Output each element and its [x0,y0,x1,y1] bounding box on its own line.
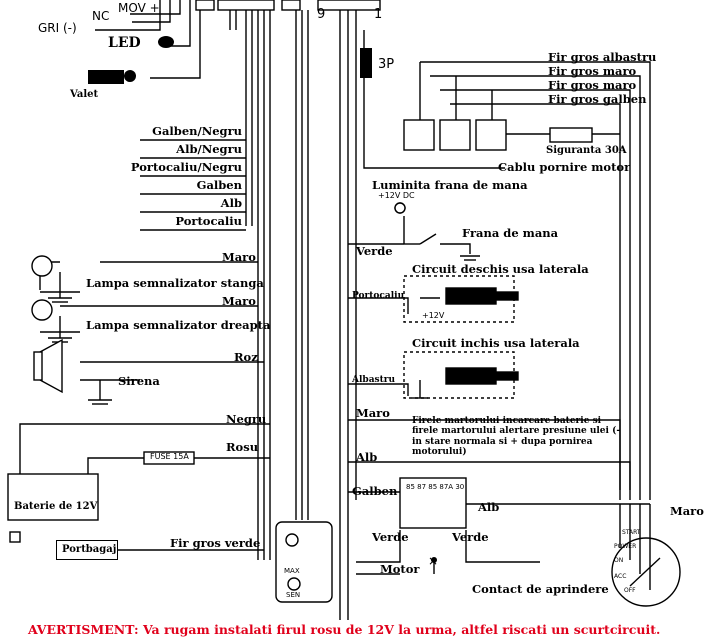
label-battery: Baterie de 12V [14,501,98,512]
label-nc: NC [92,9,110,23]
label-3p: 3P [378,57,395,72]
label-siguranta: Siguranta 30A [546,145,627,156]
wire-label: Alb/Negru [176,142,242,156]
label-mov: MOV + [118,1,160,15]
lamp-right [31,299,53,321]
label-motor: Motor [380,562,420,576]
label-inchis: Circuit inchis usa laterala [412,336,580,350]
label-led: LED [108,35,141,51]
label-gri: GRI (-) [38,21,77,35]
connector-block [317,0,381,11]
label-maro-1: Maro [222,250,256,264]
label-relay-pins: 85 87 85 87A 30 [406,483,465,491]
lamp-left [31,255,53,277]
label-lampa-dreapta: Lampa semnalizator dreapta [86,318,271,332]
label-albastru: Fir gros albastru [548,50,657,64]
label-maro-2: Maro [222,294,256,308]
label-albastru-2: Albastru [352,375,396,385]
label-verde: Verde [356,244,393,258]
label-start: START [622,529,641,536]
label-max: MAX [284,567,300,575]
label-fir-verde: Fir gros verde [170,536,261,550]
label-power: POWER [614,543,637,550]
siren [39,338,63,394]
connector-block [195,0,215,11]
label-maro-g1: Fir gros maro [548,64,637,78]
label-lampa-stanga: Lampa semnalizator stanga [86,276,264,290]
warning-text: AVERTISMENT: Va rugam instalati firul ro… [28,622,661,637]
label-12v: +12V [422,311,445,320]
wire-label: Portocaliu/Negru [130,160,242,174]
label-off: OFF [624,587,636,594]
label-galben: Fir gros galben [548,92,647,106]
label-note: Firele martorului incarcare baterie si f… [412,416,621,458]
wire-label: Portocaliu [175,214,242,228]
label-fuse: FUSE 15A [150,452,189,461]
label-sen: SEN [286,591,301,599]
trunk-box [56,540,118,560]
label-portbagaj: Portbagaj [62,544,117,555]
svg-text:×: × [428,554,438,568]
label-sirena: Sirena [118,374,160,388]
label-rosu: Rosu [226,440,259,454]
label-galben-r: Galben [352,484,398,498]
label-on: ON [614,557,624,564]
label-alb-r: Alb [356,450,378,464]
label-maro-end: Maro [670,504,704,518]
label-cablu: Cablu pornire motor [498,160,631,174]
pin-9: 9 [317,7,326,22]
label-12vdc: +12V DC [378,191,415,200]
label-alb-relay: Alb [478,500,500,514]
label-luminita: Luminita frana de mana [372,178,528,192]
label-frana: Frana de mana [462,226,559,240]
label-acc: ACC [614,573,627,580]
wire-label: Galben/Negru [152,124,242,138]
label-negru: Negru [226,412,267,426]
battery [7,473,99,521]
label-maro-r: Maro [356,406,390,420]
label-valet: Valet [70,89,99,100]
label-verde-1: Verde [372,530,409,544]
connector-block [217,0,275,11]
wire-label: Alb [220,196,242,210]
label-deschis: Circuit deschis usa laterala [412,262,589,276]
label-maro-g2: Fir gros maro [548,78,637,92]
pin-1: 1 [374,7,383,22]
label-contact: Contact de aprindere [472,582,609,596]
fuse-15a [143,451,195,465]
wire-label: Galben [196,178,242,192]
label-verde-2: Verde [452,530,489,544]
label-roz: Roz [234,350,258,364]
label-portocaliu: Portocaliu [352,291,405,301]
connector-block [281,0,301,11]
